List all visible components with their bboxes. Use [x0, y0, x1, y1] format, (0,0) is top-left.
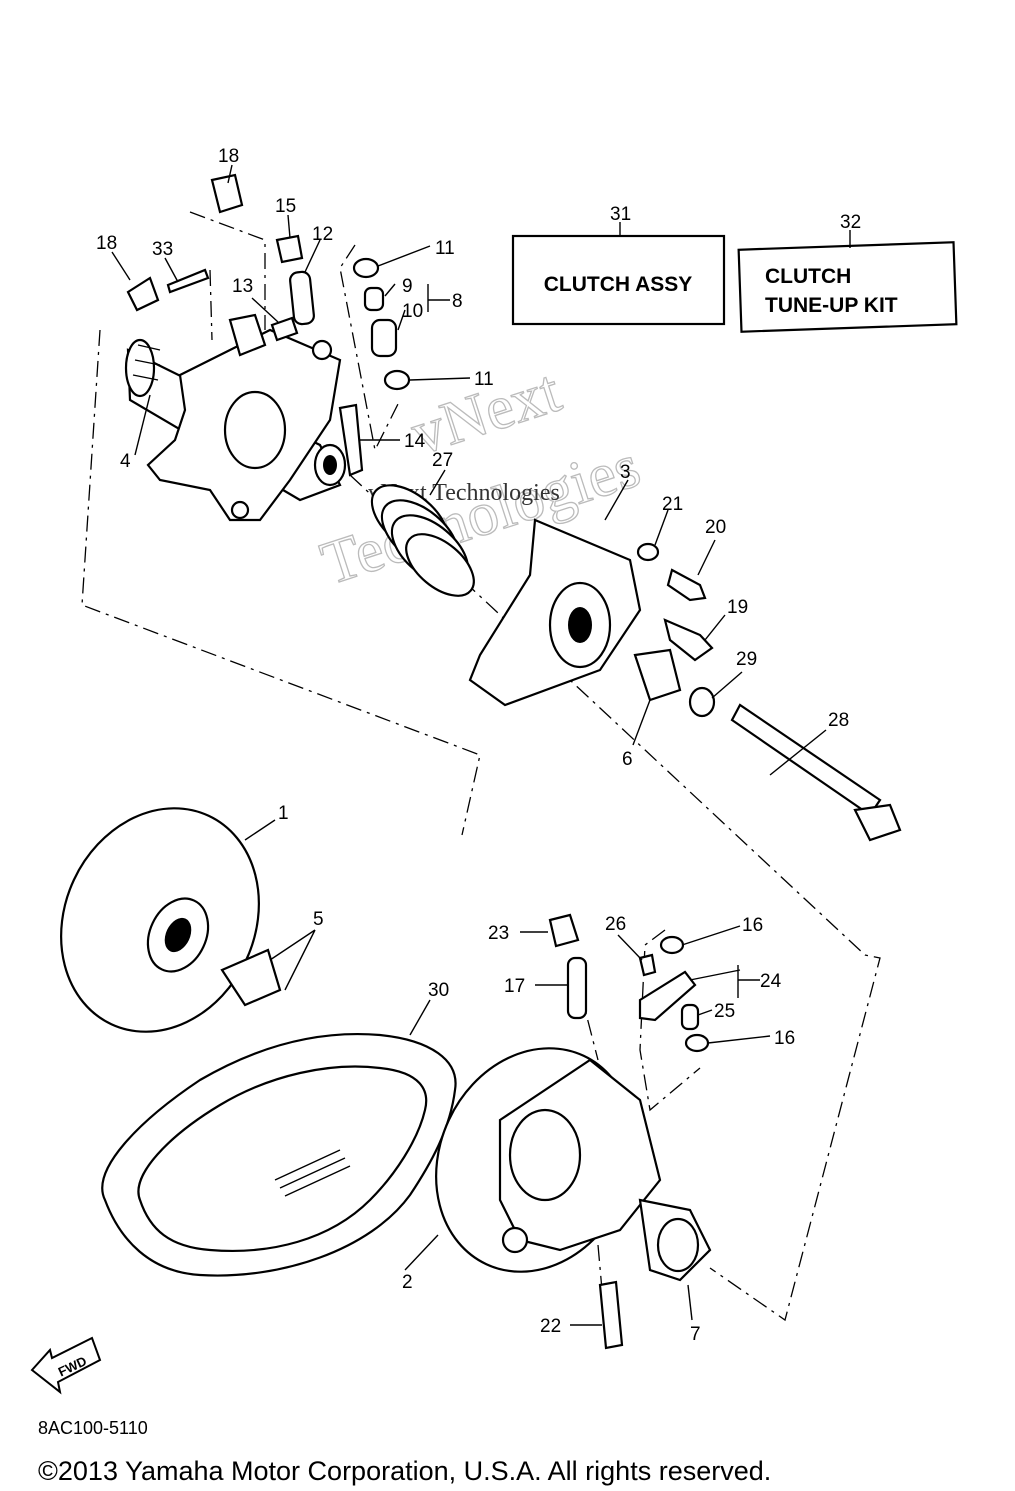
- collar-13: [270, 316, 299, 342]
- washer-11a: [352, 257, 380, 279]
- washer-21: [636, 542, 660, 562]
- weight-18a: [210, 173, 244, 214]
- washer-16b: [684, 1033, 710, 1053]
- bushing-6: [633, 648, 682, 702]
- roller-25: [680, 1003, 700, 1031]
- callout-19: 19: [727, 597, 748, 618]
- callout-1: 1: [278, 803, 289, 824]
- callout-23: 23: [488, 923, 509, 944]
- diagram-code: 8AC100-5110: [38, 1418, 148, 1438]
- weight-18b: [126, 276, 160, 312]
- spring: [370, 484, 475, 597]
- weights-and-pins: [126, 173, 411, 477]
- callout-24: 24: [760, 971, 782, 992]
- copyright-notice: ©2013 Yamaha Motor Corporation, U.S.A. A…: [38, 1456, 772, 1486]
- callout-8: 8: [452, 291, 463, 312]
- fwd-arrow-icon: FWD: [30, 1336, 102, 1395]
- callout-7: 7: [690, 1324, 701, 1345]
- callout-12: 12: [312, 224, 333, 245]
- callout-16b: 16: [774, 1028, 795, 1049]
- clutch-assy-box[interactable]: CLUTCH ASSY: [511, 234, 726, 326]
- bushing-5: [220, 948, 282, 1007]
- nut-15: [275, 234, 304, 264]
- bolt-14: [338, 403, 364, 477]
- tune-up-label-line1: CLUTCH: [765, 265, 851, 288]
- callout-27: 27: [432, 450, 453, 471]
- tune-up-label-line2: TUNE-UP KIT: [765, 294, 898, 317]
- callout-22: 22: [540, 1316, 561, 1337]
- secondary-small-parts: [548, 913, 710, 1350]
- callout-4: 4: [120, 451, 131, 472]
- washer-16a: [659, 935, 685, 955]
- long-bolt: [730, 703, 902, 842]
- callout-14: 14: [404, 431, 426, 452]
- callout-20: 20: [705, 517, 726, 538]
- arm-24: [638, 970, 697, 1022]
- callout-15: 15: [275, 196, 296, 217]
- cover: [468, 518, 716, 718]
- washer-11b: [383, 369, 411, 391]
- callout-31: 31: [610, 204, 631, 225]
- callout-10: 10: [402, 301, 423, 322]
- callout-21: 21: [662, 494, 683, 515]
- assembly-boundaries: [81, 211, 881, 1322]
- pin-12: [289, 270, 315, 326]
- callout-33: 33: [152, 239, 173, 260]
- bolt-20: [666, 568, 707, 602]
- pin-33: [166, 268, 210, 294]
- callout-5: 5: [313, 909, 324, 930]
- fixed-sheave: [60, 807, 282, 1033]
- leader-lines: [111, 164, 851, 1326]
- tune-up-kit-box[interactable]: CLUTCH TUNE-UP KIT: [737, 241, 958, 333]
- roller-10: [370, 318, 398, 358]
- drive-belt: [101, 1032, 457, 1277]
- bolt-22: [598, 1280, 624, 1350]
- callout-28: 28: [828, 710, 849, 731]
- pin-17: [566, 956, 588, 1020]
- primary-sheave-shaft: [124, 313, 347, 522]
- pin-26: [638, 953, 657, 977]
- callout-3: 3: [620, 462, 631, 483]
- callout-13: 13: [232, 276, 253, 297]
- callout-9: 9: [402, 276, 413, 297]
- callout-16a: 16: [742, 915, 763, 936]
- callout-32: 32: [840, 212, 861, 233]
- callout-11a: 11: [435, 238, 455, 259]
- callout-6: 6: [622, 749, 633, 770]
- bolt-19: [663, 618, 714, 662]
- callout-2: 2: [402, 1272, 413, 1293]
- nut-23: [548, 913, 580, 948]
- callout-11b: 11: [474, 369, 494, 390]
- callout-17: 17: [504, 976, 525, 997]
- secondary-sheave: [435, 1047, 712, 1282]
- callout-26: 26: [605, 914, 626, 935]
- washer-29: [688, 686, 716, 718]
- callout-25: 25: [714, 1001, 735, 1022]
- roller-9: [363, 286, 385, 312]
- callout-18a: 18: [218, 146, 239, 167]
- clutch-assy-label: CLUTCH ASSY: [544, 273, 693, 296]
- callout-numbers: 18 18 33 15 12 13 11 9 10 8 11 14 4 27 3…: [96, 146, 861, 1345]
- callout-30: 30: [428, 980, 449, 1001]
- callout-29: 29: [736, 649, 757, 670]
- callout-18b: 18: [96, 233, 117, 254]
